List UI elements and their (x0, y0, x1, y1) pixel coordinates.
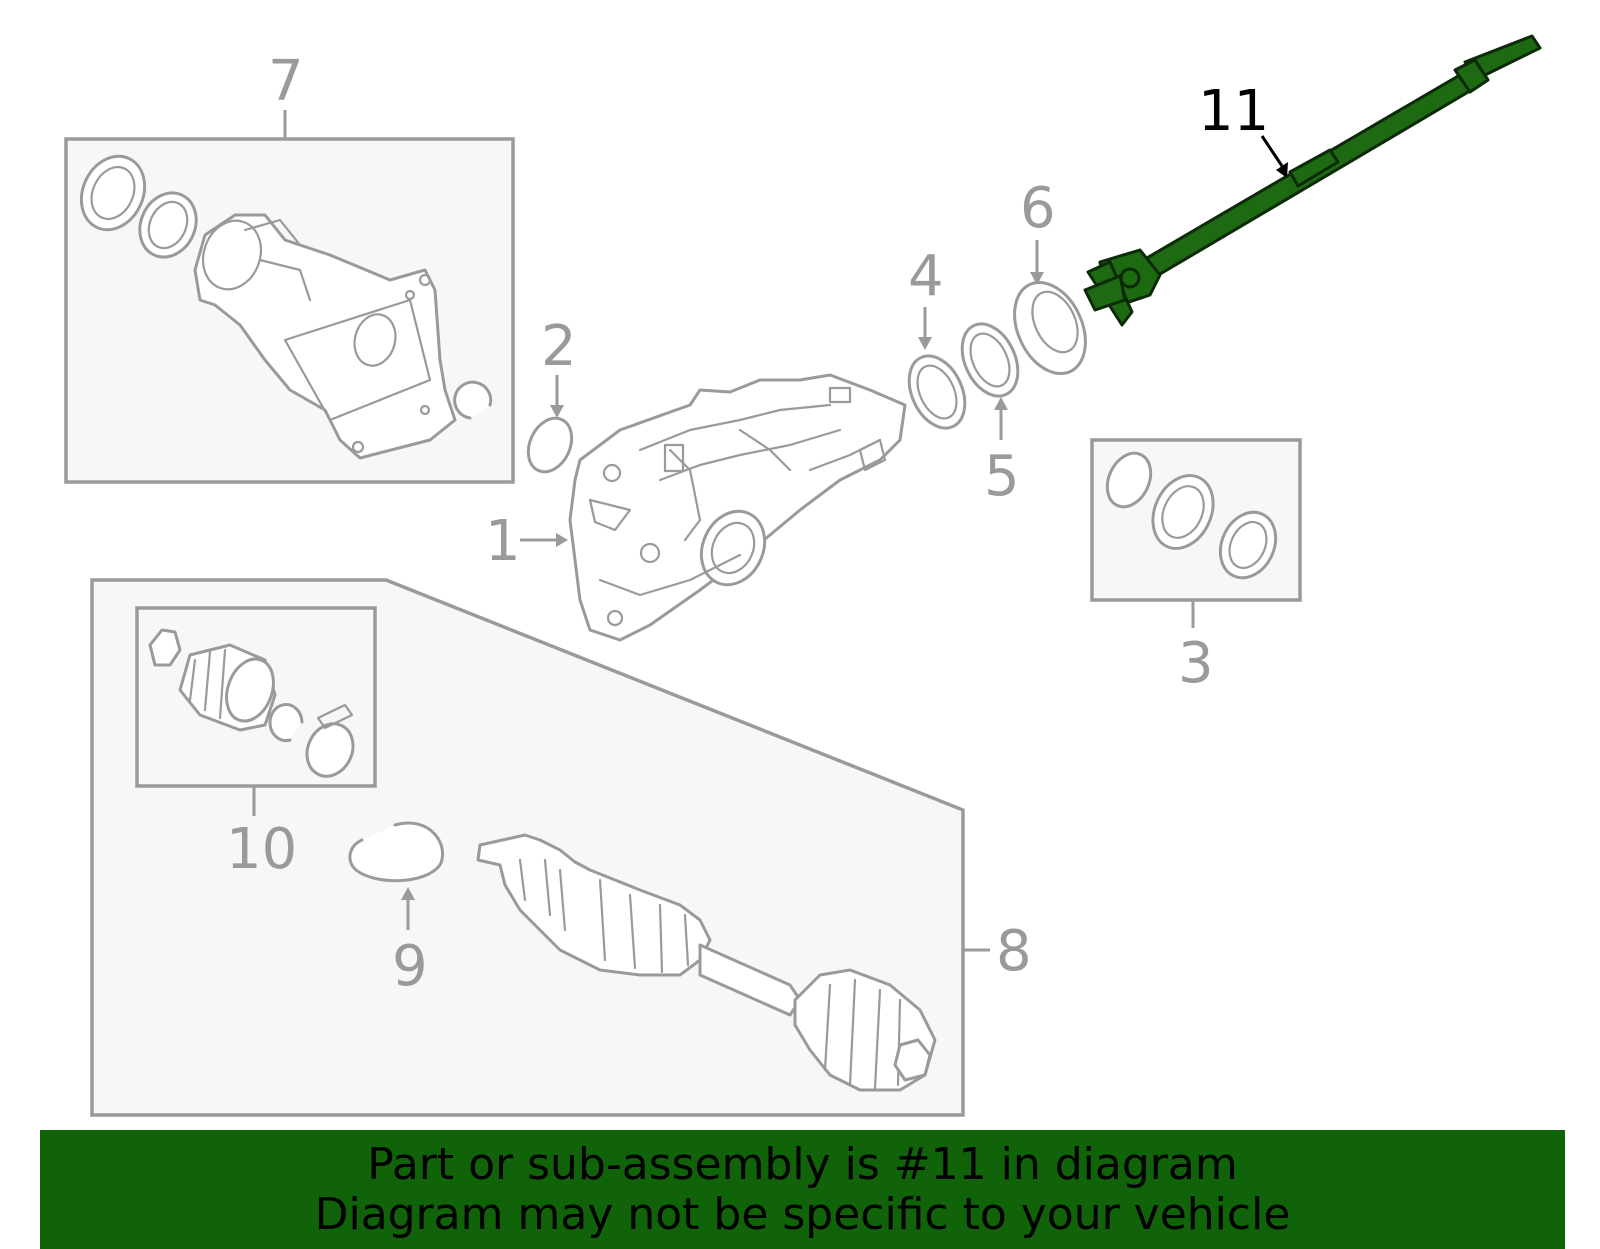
part-5-seal[interactable] (951, 315, 1028, 440)
part-9-snap-ring[interactable] (348, 821, 445, 930)
part-2-o-ring[interactable] (520, 375, 580, 479)
part-6-shield[interactable] (1001, 240, 1100, 385)
callout-10: 10 (226, 817, 297, 882)
footer-line-disclaimer: Diagram may not be specific to your vehi… (314, 1188, 1291, 1240)
part-11-intermediate-shaft[interactable] (1083, 34, 1542, 327)
part-10-boot-kit[interactable] (135, 606, 377, 816)
callout-3: 3 (1178, 631, 1214, 696)
part-1-differential[interactable] (520, 373, 907, 642)
callout-7: 7 (268, 49, 304, 114)
callout-5: 5 (984, 444, 1020, 509)
footer-banner: Part or sub-assembly is #11 in diagram D… (40, 1130, 1565, 1249)
callout-4: 4 (908, 244, 944, 309)
footer-line-part-number: Part or sub-assembly is #11 in diagram (367, 1138, 1238, 1190)
callout-6: 6 (1020, 176, 1056, 241)
part-4-seal[interactable] (898, 307, 975, 437)
part-7-kit[interactable] (64, 110, 515, 484)
callout-8: 8 (996, 919, 1032, 984)
callout-2: 2 (541, 314, 577, 379)
callout-9: 9 (392, 934, 428, 999)
callout-11: 11 (1198, 79, 1269, 144)
part-3-seal-kit[interactable] (1090, 438, 1302, 628)
callout-1: 1 (485, 509, 521, 574)
